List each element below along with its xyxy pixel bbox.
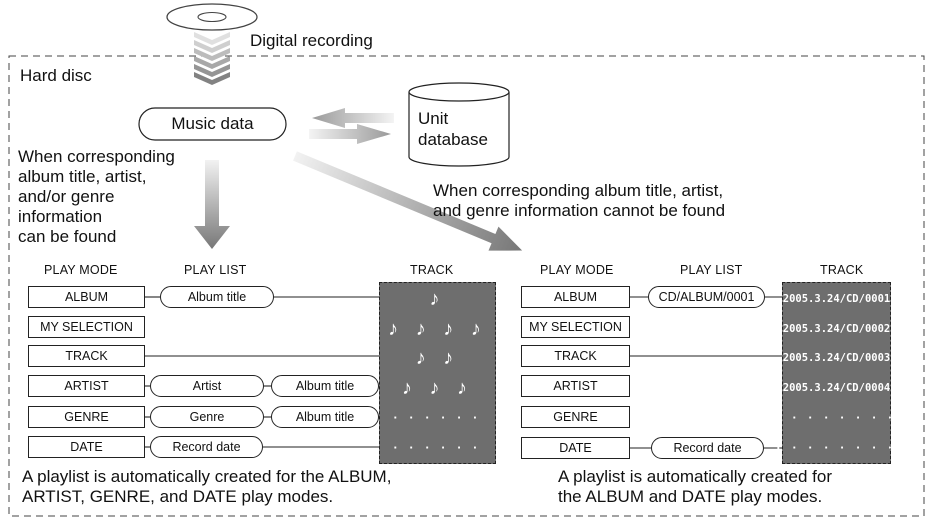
left-mode-my-selection: MY SELECTION bbox=[28, 316, 145, 338]
left-play-mode-header: PLAY MODE bbox=[44, 263, 118, 277]
right-playlist-cd-album: CD/ALBUM/0001 bbox=[648, 286, 765, 308]
recording-chevrons-icon bbox=[194, 32, 230, 85]
left-playlist-record-date: Record date bbox=[150, 436, 263, 458]
right-mode-track: TRACK bbox=[521, 345, 630, 367]
right-mode-genre: GENRE bbox=[521, 406, 630, 428]
right-caption-line: the ALBUM and DATE play modes. bbox=[558, 487, 823, 506]
left-playlist-genre-album-title: Album title bbox=[271, 406, 379, 428]
right-playlist-record-date: Record date bbox=[651, 437, 764, 459]
right-track-row: 2005.3.24/CD/0002 bbox=[782, 323, 891, 335]
right-mode-date: DATE bbox=[521, 437, 630, 459]
right-track-row: 2005.3.24/CD/0003 bbox=[782, 352, 891, 364]
found-note-line: information bbox=[18, 207, 103, 226]
left-track-row: ♪ bbox=[429, 288, 446, 310]
found-note-line: can be found bbox=[18, 227, 117, 246]
found-note-line: When corresponding bbox=[18, 147, 175, 166]
left-mode-album: ALBUM bbox=[28, 286, 145, 308]
left-caption: A playlist is automatically created for … bbox=[22, 467, 391, 507]
right-track-header: TRACK bbox=[820, 263, 864, 277]
down-arrow-icon bbox=[194, 160, 230, 249]
right-play-list-header: PLAY LIST bbox=[680, 263, 743, 277]
right-connectors bbox=[630, 296, 782, 449]
left-mode-artist: ARTIST bbox=[28, 375, 145, 397]
right-track-row: · · · · · · · · bbox=[776, 410, 897, 425]
music-data-oval bbox=[138, 107, 287, 141]
left-track-row: ♪ ♪ ♪ ♪ bbox=[388, 318, 487, 340]
right-caption: A playlist is automatically created for … bbox=[558, 467, 832, 507]
right-track-row: · · · · · · · · bbox=[776, 440, 897, 455]
right-track-row: 2005.3.24/CD/0001 bbox=[782, 293, 891, 305]
left-playlist-artist: Artist bbox=[150, 375, 264, 397]
left-track-header: TRACK bbox=[410, 263, 454, 277]
unit-database-label-line1: Unit bbox=[418, 109, 449, 128]
found-note-line: album title, artist, bbox=[18, 167, 147, 186]
exchange-arrows-icon bbox=[309, 108, 394, 144]
unit-database-label-line2: database bbox=[418, 130, 488, 149]
left-track-row: · · · · · · bbox=[393, 440, 482, 455]
left-connectors bbox=[145, 296, 379, 448]
database-icon bbox=[408, 82, 510, 167]
left-playlist-artist-album-title: Album title bbox=[271, 375, 379, 397]
right-caption-line: A playlist is automatically created for bbox=[558, 467, 833, 486]
digital-recording-label: Digital recording bbox=[250, 31, 373, 50]
left-mode-genre: GENRE bbox=[28, 406, 145, 428]
found-note: When corresponding album title, artist, … bbox=[18, 147, 175, 247]
not-found-note-line: and genre information cannot be found bbox=[433, 201, 726, 220]
left-mode-track: TRACK bbox=[28, 345, 145, 367]
right-mode-my-selection: MY SELECTION bbox=[521, 316, 630, 338]
found-note-line: and/or genre bbox=[18, 187, 115, 206]
hard-disc-boundary bbox=[8, 55, 925, 517]
not-found-note: When corresponding album title, artist, … bbox=[433, 181, 725, 221]
left-caption-line: ARTIST, GENRE, and DATE play modes. bbox=[22, 487, 334, 506]
not-found-note-line: When corresponding album title, artist, bbox=[433, 181, 724, 200]
left-play-list-header: PLAY LIST bbox=[184, 263, 247, 277]
left-track-box: ♪ ♪ ♪ ♪ ♪ ♪ ♪ ♪ ♪ ♪ · · · · · · · · · · … bbox=[379, 282, 496, 464]
left-track-row: ♪ ♪ bbox=[415, 347, 460, 369]
diagonal-arrow-icon bbox=[293, 151, 523, 251]
left-playlist-album-title: Album title bbox=[160, 286, 274, 308]
left-track-row: · · · · · · bbox=[393, 410, 482, 425]
music-data-label: Music data bbox=[171, 114, 254, 133]
disc-icon bbox=[166, 3, 258, 31]
right-play-mode-header: PLAY MODE bbox=[540, 263, 614, 277]
right-track-row: 2005.3.24/CD/0004 bbox=[782, 382, 891, 394]
hard-disc-label: Hard disc bbox=[20, 66, 92, 85]
right-track-box: 2005.3.24/CD/0001 2005.3.24/CD/0002 2005… bbox=[776, 282, 897, 464]
left-track-row: ♪ ♪ ♪ bbox=[401, 377, 474, 399]
right-mode-album: ALBUM bbox=[521, 286, 630, 308]
left-caption-line: A playlist is automatically created for … bbox=[22, 467, 392, 486]
left-playlist-genre: Genre bbox=[150, 406, 264, 428]
right-mode-artist: ARTIST bbox=[521, 375, 630, 397]
left-mode-date: DATE bbox=[28, 436, 145, 458]
